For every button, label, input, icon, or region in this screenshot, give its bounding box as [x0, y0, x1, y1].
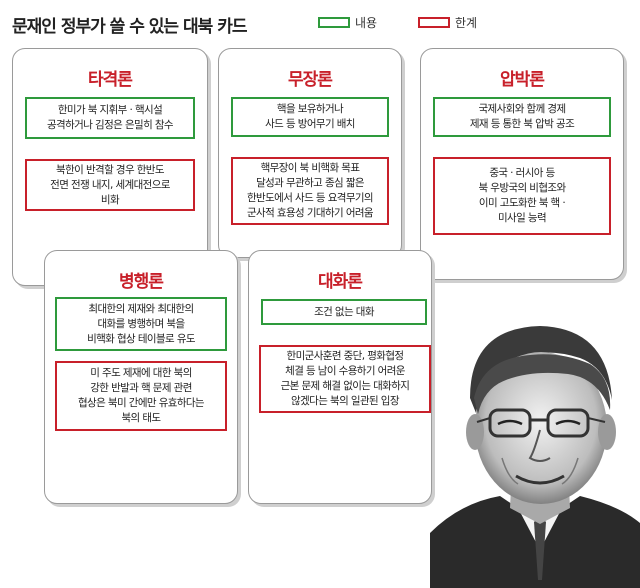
card-content-box: 핵을 보유하거나 사드 등 방어무기 배치 — [231, 97, 389, 137]
card-title: 대화론 — [318, 272, 363, 292]
card-limit-box: 미 주도 제재에 대한 북의 강한 반발과 핵 문제 관련 협상은 북미 간에만… — [55, 361, 227, 431]
card-parallel: 병행론 최대한의 제재와 최대한의 대화를 병행하며 북을 비핵화 협상 테이블… — [44, 250, 238, 504]
card-content-box: 국제사회와 함께 경제 제재 등 통한 북 압박 공조 — [433, 97, 611, 137]
legend-limit: 한계 — [418, 14, 477, 31]
legend-content-swatch — [318, 17, 350, 28]
card-content-box: 조건 없는 대화 — [261, 299, 427, 325]
legend-limit-swatch — [418, 17, 450, 28]
card-content-box: 최대한의 제재와 최대한의 대화를 병행하며 북을 비핵화 협상 테이블로 유도 — [55, 297, 227, 351]
card-title: 병행론 — [119, 272, 164, 292]
card-limit-box: 북한이 반격할 경우 한반도 전면 전쟁 내지, 세계대전으로 비화 — [25, 159, 195, 211]
infographic-title: 문재인 정부가 쓸 수 있는 대북 카드 — [12, 17, 247, 37]
card-dialogue: 대화론 조건 없는 대화 한미군사훈련 중단, 평화협정 체결 등 남이 수용하… — [248, 250, 432, 504]
card-limit-box: 중국 · 러시아 등 북 우방국의 비협조와 이미 고도화한 북 핵 · 미사일… — [433, 157, 611, 235]
card-title: 타격론 — [88, 70, 133, 90]
card-armament: 무장론 핵을 보유하거나 사드 등 방어무기 배치 핵무장이 북 비핵화 목표 … — [218, 48, 402, 258]
card-content-box: 한미가 북 지휘부 · 핵시설 공격하거나 김정은 은밀히 참수 — [25, 97, 195, 139]
legend-limit-label: 한계 — [455, 16, 478, 30]
card-limit-box: 한미군사훈련 중단, 평화협정 체결 등 남이 수용하기 어려운 근본 문제 해… — [259, 345, 431, 413]
card-limit-box: 핵무장이 북 비핵화 목표 달성과 무관하고 종심 짧은 한반도에서 사드 등 … — [231, 157, 389, 225]
card-strike: 타격론 한미가 북 지휘부 · 핵시설 공격하거나 김정은 은밀히 참수 북한이… — [12, 48, 208, 286]
card-title: 압박론 — [500, 70, 545, 90]
card-pressure: 압박론 국제사회와 함께 경제 제재 등 통한 북 압박 공조 중국 · 러시아… — [420, 48, 624, 280]
legend-content: 내용 — [318, 14, 377, 31]
portrait-illustration — [430, 326, 640, 588]
card-title: 무장론 — [288, 70, 333, 90]
legend-content-label: 내용 — [355, 16, 378, 30]
